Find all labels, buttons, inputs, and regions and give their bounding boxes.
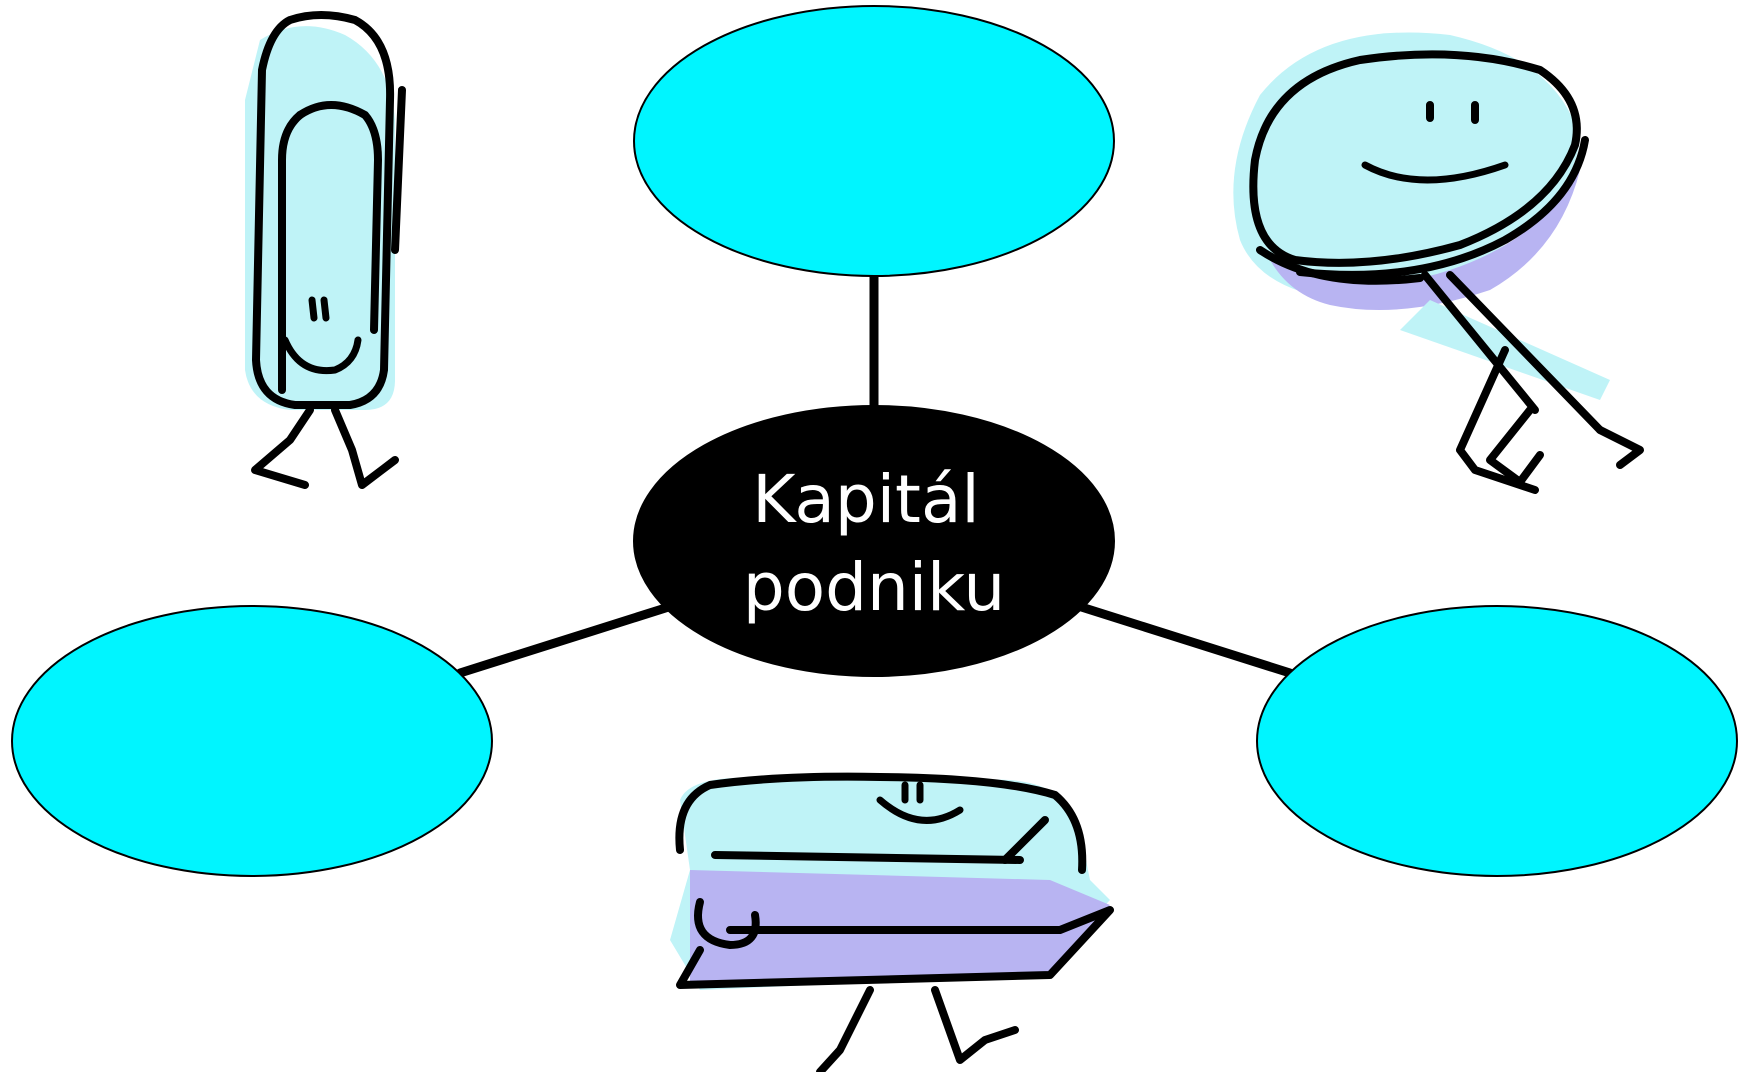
node-right <box>1257 606 1737 876</box>
node-left-ellipse <box>12 606 492 876</box>
pushpin-character-icon <box>1233 33 1640 491</box>
center-node-ellipse <box>634 406 1114 676</box>
center-label-line-2: podniku <box>743 549 1005 626</box>
stapler-character-icon <box>670 777 1110 1072</box>
node-top <box>634 6 1114 276</box>
node-left <box>12 606 492 876</box>
paperclip-character-icon <box>245 15 402 485</box>
connector-right <box>1075 605 1290 673</box>
node-right-ellipse <box>1257 606 1737 876</box>
connector-left <box>460 605 675 673</box>
center-node: Kapitál podniku <box>634 406 1114 676</box>
center-label-line-1: Kapitál <box>752 461 979 538</box>
node-top-ellipse <box>634 6 1114 276</box>
